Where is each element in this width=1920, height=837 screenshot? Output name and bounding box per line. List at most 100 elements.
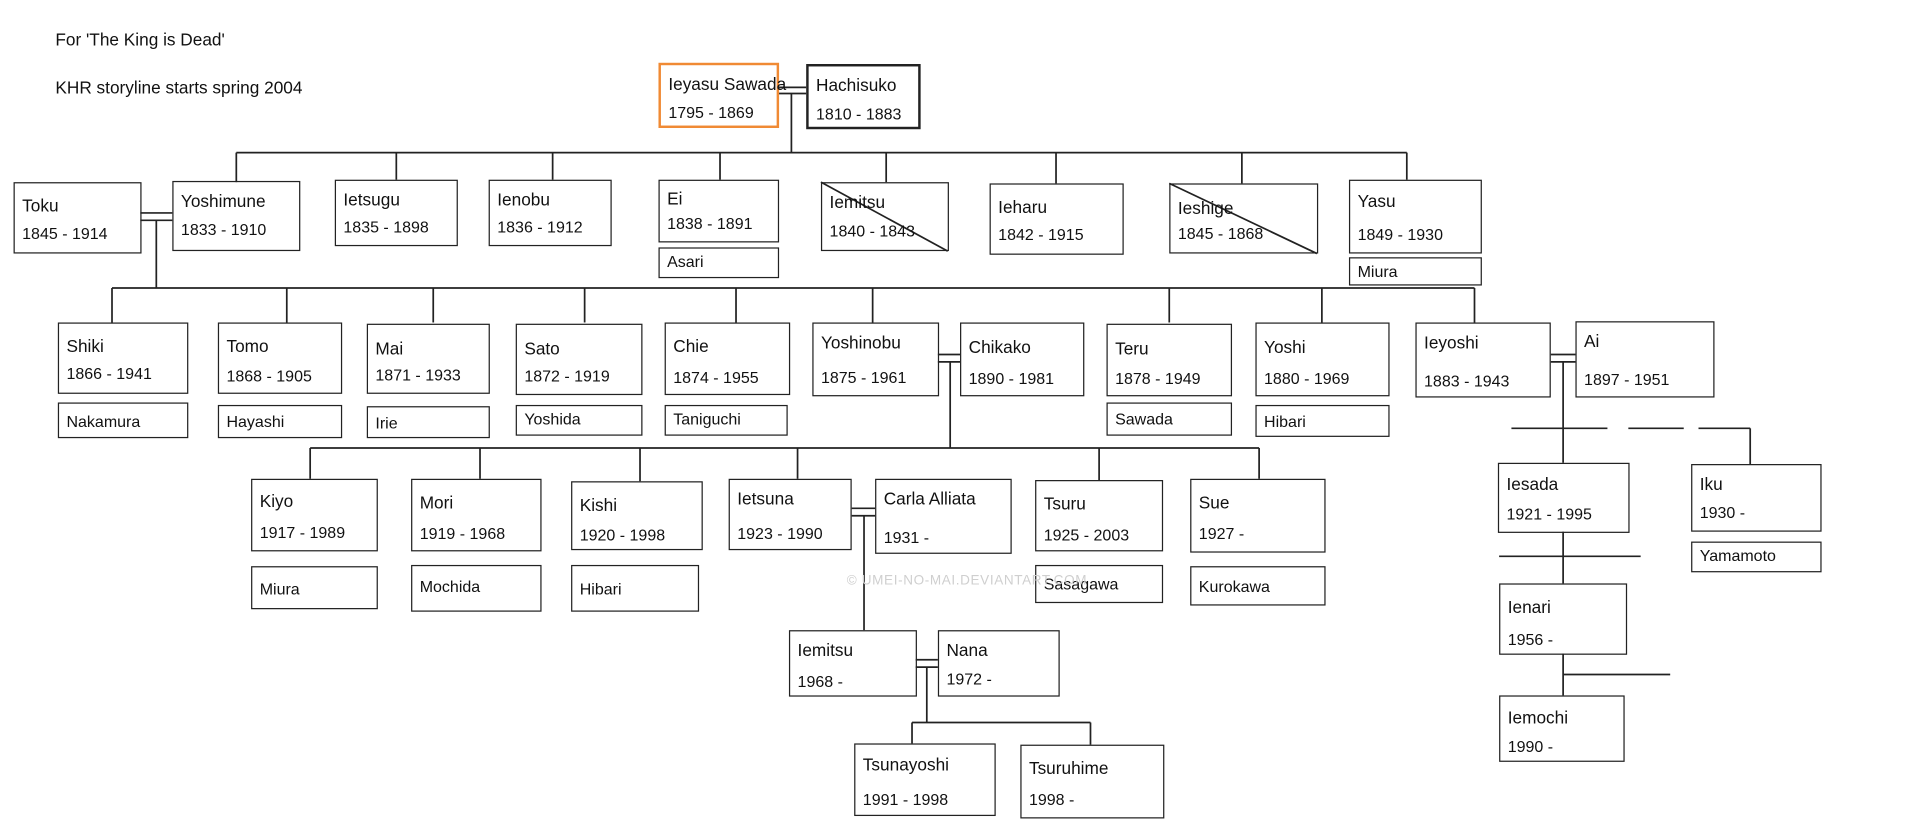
surname-label: Hayashi xyxy=(217,404,343,439)
person-name: Toku xyxy=(22,195,59,216)
person-dates: 1868 - 1905 xyxy=(226,366,312,386)
surname-label: Miura xyxy=(1348,257,1482,286)
person-yoshimune: Yoshimune 1833 - 1910 xyxy=(172,180,301,252)
person-dates: 1874 - 1955 xyxy=(673,368,759,387)
person-kiyo: Kiyo 1917 - 1989 xyxy=(251,478,378,552)
person-dates: 1845 - 1868 xyxy=(1177,224,1264,243)
person-dates: 1883 - 1943 xyxy=(1424,371,1510,391)
person-chikako: Chikako 1890 - 1981 xyxy=(960,322,1085,397)
person-dates: 1849 - 1930 xyxy=(1357,225,1443,244)
person-name: Chie xyxy=(673,336,709,356)
person-name: Iesada xyxy=(1506,473,1559,494)
person-iemochi: Iemochi 1990 - xyxy=(1499,695,1625,762)
person-name: Ieharu xyxy=(998,196,1048,217)
surname-label: Yamamoto xyxy=(1691,541,1822,573)
surname-label: Sasagawa xyxy=(1035,564,1164,604)
person-dates: 1930 - xyxy=(1699,503,1746,522)
person-name: Sue xyxy=(1198,492,1230,513)
person-dates: 1835 - 1898 xyxy=(343,217,429,237)
person-dates: 1871 - 1933 xyxy=(375,365,461,385)
person-iesada: Iesada 1921 - 1995 xyxy=(1497,462,1630,533)
person-ietsugu: Ietsugu 1835 - 1898 xyxy=(334,179,458,247)
person-yoshi: Yoshi 1880 - 1969 xyxy=(1255,322,1390,397)
person-ei: Ei 1838 - 1891 xyxy=(658,179,780,243)
person-dates: 1990 - xyxy=(1507,737,1554,756)
person-name: Ei xyxy=(667,188,683,209)
person-name: Iku xyxy=(1699,473,1723,494)
person-mai: Mai 1871 - 1933 xyxy=(366,323,490,394)
person-name: Yoshi xyxy=(1264,337,1306,357)
person-tsuruhime: Tsuruhime 1998 - xyxy=(1020,744,1165,819)
person-name: Yoshinobu xyxy=(820,332,901,353)
surname-label: Miura xyxy=(251,566,378,610)
surname-label: Asari xyxy=(658,247,780,279)
person-dates: 1925 - 2003 xyxy=(1043,525,1130,545)
person-name: Ieyoshi xyxy=(1424,332,1479,353)
person-ieshige: Ieshige 1845 - 1868 xyxy=(1169,183,1319,254)
person-ienari: Ienari 1956 - xyxy=(1499,583,1628,655)
person-kishi: Kishi 1920 - 1998 xyxy=(571,481,703,551)
person-dates: 1919 - 1968 xyxy=(419,524,506,543)
person-name: Tsuruhime xyxy=(1028,758,1109,778)
note-storyline: KHR storyline starts spring 2004 xyxy=(55,77,303,98)
person-name: Ienobu xyxy=(497,189,550,210)
person-name: Ietsuna xyxy=(737,488,794,509)
person-dates: 1923 - 1990 xyxy=(737,524,823,543)
surname-label: Kurokawa xyxy=(1190,566,1326,606)
person-name: Teru xyxy=(1115,338,1149,359)
person-dates: 1875 - 1961 xyxy=(820,368,907,387)
person-iemitsu-1968: Iemitsu 1968 - xyxy=(788,630,917,697)
person-carla-alliata: Carla Alliata 1931 - xyxy=(875,478,1012,554)
person-dates: 1842 - 1915 xyxy=(998,225,1084,244)
person-name: Mori xyxy=(419,492,454,513)
surname-label: Irie xyxy=(366,406,490,439)
person-yasu: Yasu 1849 - 1930 xyxy=(1348,179,1482,254)
person-name: Nana xyxy=(946,640,988,660)
surname-label: Taniguchi xyxy=(664,404,788,436)
person-dates: 1878 - 1949 xyxy=(1115,369,1201,388)
person-tsuru: Tsuru 1925 - 2003 xyxy=(1035,480,1164,552)
surname-label: Sawada xyxy=(1106,402,1233,436)
person-dates: 1845 - 1914 xyxy=(22,224,108,243)
person-dates: 1956 - xyxy=(1507,630,1554,649)
person-name: Tsuru xyxy=(1043,493,1086,514)
person-dates: 1931 - xyxy=(883,528,930,547)
person-yoshinobu: Yoshinobu 1875 - 1961 xyxy=(812,322,940,397)
person-dates: 1810 - 1883 xyxy=(816,104,902,124)
person-name: Yoshimune xyxy=(180,190,266,211)
person-sato: Sato 1872 - 1919 xyxy=(515,323,643,396)
person-dates: 1921 - 1995 xyxy=(1506,504,1592,524)
person-ai: Ai 1897 - 1951 xyxy=(1575,321,1715,398)
person-ieharu: Ieharu 1842 - 1915 xyxy=(989,183,1124,255)
person-teru: Teru 1878 - 1949 xyxy=(1106,323,1233,397)
person-iku: Iku 1930 - xyxy=(1691,464,1822,532)
person-name: Ietsugu xyxy=(343,189,400,210)
surname-label: Hibari xyxy=(571,564,700,612)
person-name: Chikako xyxy=(968,337,1031,357)
person-name: Hachisuko xyxy=(816,75,897,95)
person-name: Ai xyxy=(1584,331,1600,351)
person-tomo: Tomo 1868 - 1905 xyxy=(217,322,343,394)
person-dates: 1890 - 1981 xyxy=(968,369,1055,388)
person-hachisuko: Hachisuko 1810 - 1883 xyxy=(806,64,921,130)
note-title: For 'The King is Dead' xyxy=(55,29,225,50)
person-sue: Sue 1927 - xyxy=(1190,478,1326,553)
person-dates: 1795 - 1869 xyxy=(668,103,754,122)
person-dates: 1897 - 1951 xyxy=(1584,370,1670,389)
person-toku: Toku 1845 - 1914 xyxy=(13,182,142,254)
person-name: Iemitsu xyxy=(829,192,886,212)
person-name: Carla Alliata xyxy=(883,488,976,509)
surname-label: Yoshida xyxy=(515,404,643,436)
person-name: Iemitsu xyxy=(797,640,854,660)
person-chie: Chie 1874 - 1955 xyxy=(664,322,791,396)
person-dates: 1833 - 1910 xyxy=(180,220,267,239)
watermark: © UMEI-NO-MAI.DEVIANTART.COM xyxy=(846,573,1088,589)
person-name: Iemochi xyxy=(1507,707,1569,728)
person-ienobu: Ienobu 1836 - 1912 xyxy=(488,179,612,247)
person-dates: 1998 - xyxy=(1028,790,1075,809)
person-dates: 1968 - xyxy=(797,672,843,691)
person-dates: 1866 - 1941 xyxy=(66,364,152,383)
person-ieyoshi: Ieyoshi 1883 - 1943 xyxy=(1415,322,1551,398)
